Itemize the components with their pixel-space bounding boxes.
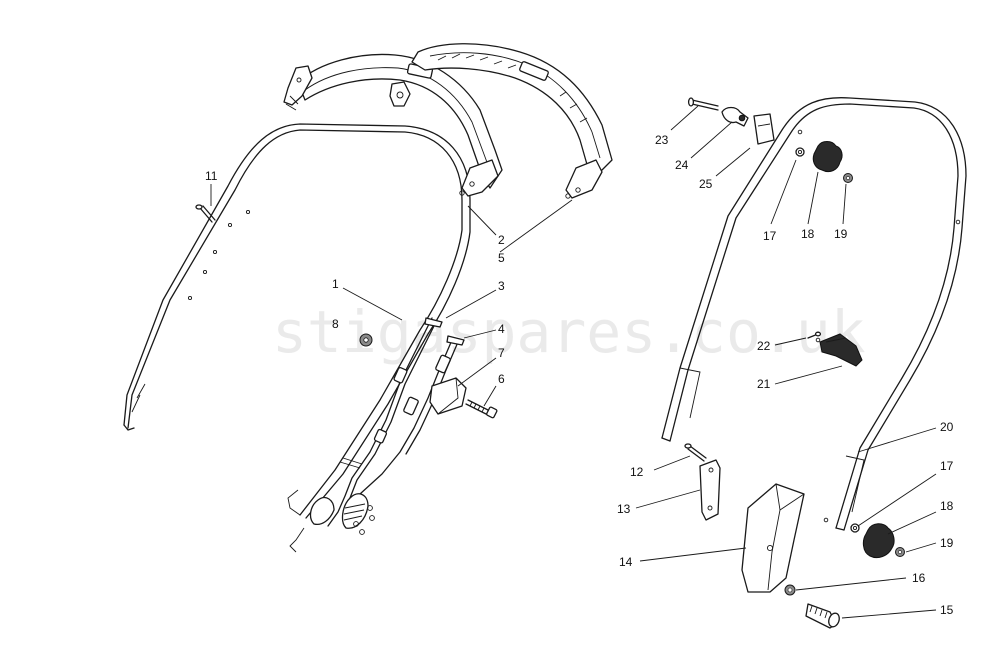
callout-18-lower: 18 xyxy=(940,499,954,513)
callout-23: 23 xyxy=(655,133,669,147)
callout-17-lower: 17 xyxy=(940,459,954,473)
callout-6: 6 xyxy=(498,372,505,386)
callout-18-upper: 18 xyxy=(801,227,815,241)
brake-cable xyxy=(289,317,443,553)
callout-24: 24 xyxy=(675,158,689,172)
callout-15: 15 xyxy=(940,603,954,617)
knob-assembly-lower xyxy=(850,523,905,559)
lever-21 xyxy=(819,333,863,367)
handle-cover xyxy=(411,43,613,199)
insert-25 xyxy=(753,113,775,145)
upper-handle-right xyxy=(661,97,967,531)
callout-20: 20 xyxy=(940,420,954,434)
callout-labels: 1 2 3 4 5 6 7 8 11 12 13 14 15 16 17 17 … xyxy=(205,133,954,617)
callout-17-upper: 17 xyxy=(763,229,777,243)
callout-21: 21 xyxy=(757,377,771,391)
callout-5: 5 xyxy=(498,251,505,265)
screw-6 xyxy=(465,399,498,419)
callout-19-lower: 19 xyxy=(940,536,954,550)
cable-clip-13 xyxy=(699,459,721,521)
leader-lines-left xyxy=(210,184,573,407)
callout-11: 11 xyxy=(205,169,218,183)
callout-14: 14 xyxy=(619,555,633,569)
callout-19-upper: 19 xyxy=(834,227,848,241)
lower-handle-frame xyxy=(123,123,471,519)
knob-assembly-upper xyxy=(795,141,853,183)
callout-4: 4 xyxy=(498,322,505,336)
callout-25: 25 xyxy=(699,177,713,191)
callout-2: 2 xyxy=(498,233,505,247)
watermark: stigaspares.co.uk xyxy=(272,298,866,366)
leader-lines-right xyxy=(635,105,937,619)
handle-bracket xyxy=(741,483,805,593)
clip-24 xyxy=(721,106,749,127)
callout-8: 8 xyxy=(332,317,339,331)
callout-7: 7 xyxy=(498,346,505,360)
callout-22: 22 xyxy=(757,339,771,353)
screw-22 xyxy=(807,331,822,339)
cable-clip xyxy=(429,377,467,415)
callout-13: 13 xyxy=(617,502,631,516)
callout-12: 12 xyxy=(630,465,644,479)
bolt-23 xyxy=(687,97,719,111)
callout-3: 3 xyxy=(498,279,505,293)
washer-16 xyxy=(784,584,796,596)
bolt-15 xyxy=(805,603,840,629)
bolt-11 xyxy=(195,204,216,223)
callout-1: 1 xyxy=(332,277,339,291)
nut-8 xyxy=(359,333,373,347)
callout-16: 16 xyxy=(912,571,926,585)
upper-handle-bar xyxy=(283,53,503,197)
screw-12 xyxy=(684,443,707,462)
